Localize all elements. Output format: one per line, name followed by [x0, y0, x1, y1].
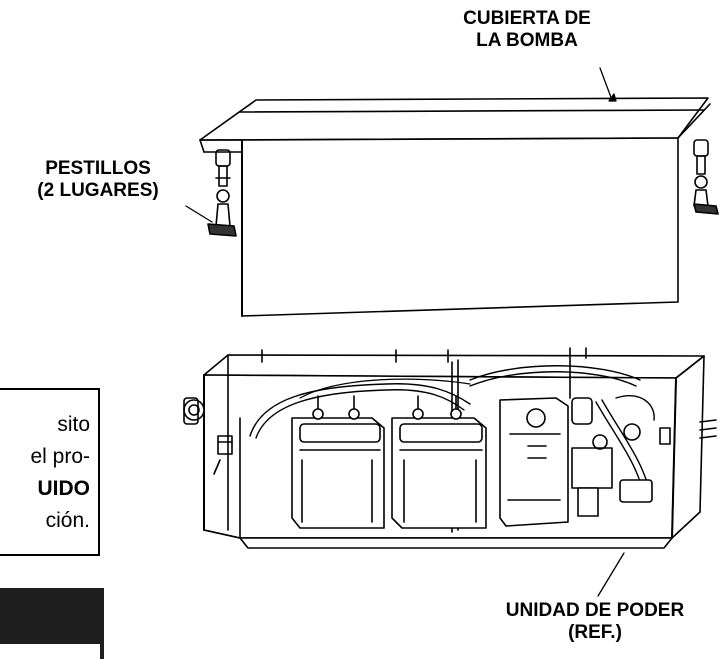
pump-cover	[199, 97, 711, 317]
leader-lines	[185, 67, 625, 597]
latch-right	[693, 139, 719, 215]
latches-label: PESTILLOS (2 LUGARES)	[2, 158, 194, 202]
cover-label: CUBIERTA DE LA BOMBA	[432, 8, 622, 52]
motor-housing	[499, 397, 569, 527]
note-line-2: el pro-	[30, 445, 90, 468]
latches-label-line2: (2 LUGARES)	[37, 180, 159, 201]
power-unit	[183, 347, 717, 549]
note-line-1: sito	[57, 413, 90, 436]
cover-label-line2: LA BOMBA	[476, 30, 578, 51]
note-line-3: UIDO	[37, 477, 91, 500]
dark-box-inner	[0, 644, 100, 659]
cover-label-line1: CUBIERTA DE	[463, 8, 591, 29]
dark-header-box	[0, 588, 104, 659]
battery-right	[391, 395, 487, 529]
pump-parts	[569, 347, 717, 517]
battery-left	[291, 395, 385, 529]
note-box: sito el pro- UIDO ción.	[0, 388, 100, 556]
power-unit-label-line2: (REF.)	[568, 622, 622, 643]
power-unit-label-line1: UNIDAD DE PODER	[505, 600, 685, 621]
latch-left	[207, 149, 237, 237]
latches-label-line1: PESTILLOS	[45, 158, 151, 179]
note-line-4: ción.	[45, 509, 90, 532]
power-unit-label: UNIDAD DE PODER (REF.)	[470, 600, 720, 644]
